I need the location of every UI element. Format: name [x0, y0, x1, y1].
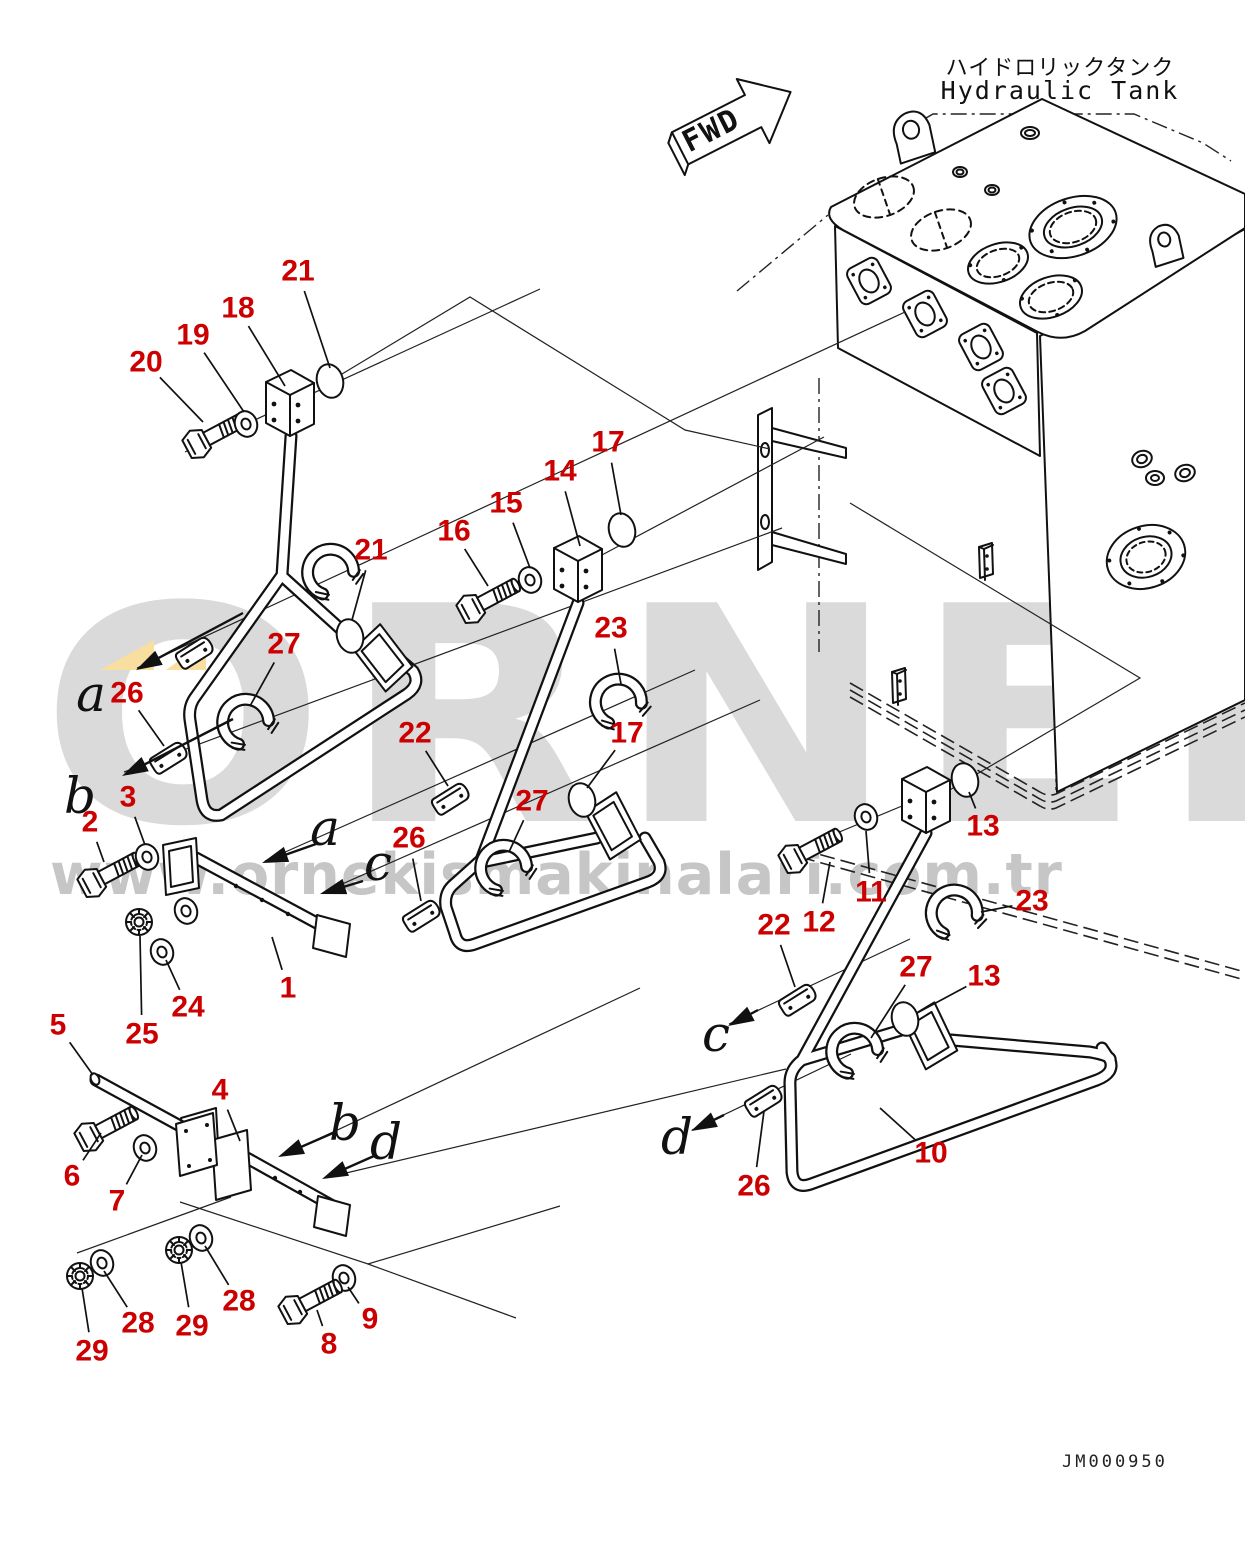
tank-sight-glass — [1105, 524, 1187, 590]
part-number-label: 29 — [75, 1334, 109, 1368]
reference-letter: c — [363, 834, 393, 893]
part-number-label: 1 — [279, 971, 297, 1005]
part-number-label: 21 — [281, 254, 315, 288]
reference-arrows — [122, 611, 759, 1179]
title-english: Hydraulic Tank — [940, 76, 1180, 105]
boundary-dashdot-left — [736, 214, 829, 292]
part-number-label: 16 — [437, 514, 471, 548]
tank-standoff-1 — [978, 542, 994, 581]
tank-fitting — [1145, 470, 1165, 486]
clamp-26b — [400, 897, 444, 935]
tank-cap-3 — [984, 184, 1000, 196]
clamp-22b — [776, 981, 820, 1019]
tank-filler-flange — [1028, 194, 1118, 260]
part-number-label: 2 — [81, 805, 99, 839]
part-number-label: 26 — [392, 821, 426, 855]
tank-cap-1 — [1020, 126, 1040, 140]
part-number-label: 28 — [222, 1284, 256, 1318]
reference-letter: a — [76, 665, 106, 724]
drawing-number: JM000950 — [1062, 1452, 1168, 1472]
part-number-label: 8 — [320, 1327, 338, 1361]
part-number-label: 10 — [914, 1136, 948, 1170]
part-number-label: 9 — [361, 1302, 379, 1336]
part-number-label: 17 — [610, 716, 644, 750]
part-number-label: 7 — [108, 1184, 126, 1218]
nut-29a — [165, 1236, 193, 1264]
part-number-label: 22 — [757, 908, 791, 942]
part-number-label: 27 — [515, 784, 549, 818]
part-number-label: 26 — [737, 1169, 771, 1203]
part-number-label: 23 — [1015, 884, 1049, 918]
washer-24 — [146, 935, 178, 969]
washer-11 — [850, 800, 882, 834]
part-number-label: 19 — [176, 318, 210, 352]
tank-lug-right — [1149, 223, 1185, 268]
washer-7 — [129, 1131, 161, 1165]
plug-13a — [947, 759, 983, 801]
part-number-label: 21 — [354, 533, 388, 567]
part-number-label: 22 — [398, 716, 432, 750]
deck-edge-lines — [799, 682, 1245, 981]
part-number-label: 20 — [129, 345, 163, 379]
part-number-label: 29 — [175, 1309, 209, 1343]
part-number-label: 23 — [594, 611, 628, 645]
handrail-middle-drawing — [439, 535, 667, 953]
part-number-label: 3 — [119, 780, 137, 814]
tank-opening-4 — [1019, 274, 1083, 320]
bolt-12 — [775, 819, 849, 879]
hydraulic-tank-drawing — [736, 98, 1245, 981]
part-number-label: 17 — [591, 425, 625, 459]
fasteners — [66, 360, 988, 1330]
plug-17a — [604, 509, 640, 551]
tank-cap-2 — [952, 166, 968, 178]
part-number-label: 27 — [267, 627, 301, 661]
handrail-right-drawing — [783, 766, 1118, 1192]
reference-letter: b — [63, 767, 97, 826]
bolt-16 — [453, 569, 527, 629]
bracket-1-drawing — [162, 837, 351, 958]
part-number-label: 28 — [121, 1306, 155, 1340]
ubolt-23b — [923, 881, 988, 943]
part-number-label: 25 — [125, 1017, 159, 1051]
part-number-label: 14 — [543, 454, 577, 488]
watermark-brand: ORNEK — [40, 543, 1245, 892]
part-number-label: 11 — [855, 875, 887, 909]
part-number-label: 4 — [211, 1073, 229, 1107]
ubolt-27a — [213, 688, 281, 754]
part-number-label: 13 — [966, 809, 1000, 843]
part-number-label: 27 — [899, 950, 933, 984]
tank-mount-channel — [757, 407, 847, 571]
reference-letter: b — [328, 1094, 362, 1153]
boundary-dashdot-top — [897, 113, 1232, 162]
reference-letter: d — [660, 1108, 694, 1167]
tank-opening-3 — [967, 241, 1029, 285]
washer-19 — [230, 407, 262, 441]
bolt-8 — [275, 1270, 349, 1330]
reference-letter: a — [310, 799, 340, 858]
reference-letter: c — [701, 1005, 731, 1064]
reference-letter: d — [369, 1113, 403, 1172]
part-number-label: 18 — [221, 291, 255, 325]
title-japanese: ハイドロリックタンク — [945, 56, 1175, 81]
nut-25 — [125, 908, 153, 936]
tank-opening-1 — [853, 175, 915, 219]
washer-extra — [170, 894, 202, 928]
tank-standoff-2 — [891, 667, 907, 706]
tank-lug-left — [892, 110, 937, 165]
nut-29b — [66, 1262, 94, 1290]
part-number-label: 5 — [49, 1008, 67, 1042]
part-number-label: 6 — [63, 1159, 81, 1193]
part-number-label: 26 — [110, 676, 144, 710]
part-number-label: 15 — [489, 486, 523, 520]
leader-lines — [68, 290, 1013, 1333]
support-bar-5-drawing — [89, 1072, 218, 1177]
tank-opening-2 — [910, 208, 972, 252]
construction-lines — [76, 288, 1142, 1319]
clamp-22a — [429, 780, 473, 818]
part-number-label: 24 — [171, 990, 205, 1024]
part-number-label: 13 — [967, 959, 1001, 993]
fwd-arrow: FWD — [667, 77, 792, 177]
part-number-label: 12 — [802, 905, 836, 939]
